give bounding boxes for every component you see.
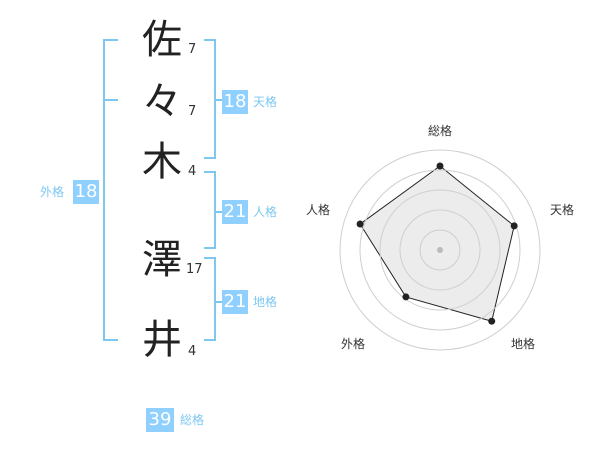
stroke-count-3: 4 [188, 164, 197, 179]
radar-point-3 [488, 317, 496, 325]
name-char-3: 木 [142, 139, 182, 185]
stroke-count-4: 17 [186, 262, 203, 277]
radar-label-tenkaku: 天格 [550, 203, 575, 217]
chikaku-bracket [204, 257, 216, 341]
gaikaku-badge: 18 [73, 180, 99, 204]
radar-label-soukaku: 総格 [428, 124, 453, 138]
radar-label-gaikaku: 外格 [341, 337, 366, 351]
gaikaku-bracket [103, 39, 118, 341]
radar-grid-ring [359, 169, 521, 331]
radar-center-dot [437, 247, 443, 253]
radar-point-4 [402, 293, 410, 301]
radar-grid-ring [399, 209, 481, 291]
jinkaku-badge: 21 [222, 200, 248, 224]
jinkaku-label: 人格 [253, 205, 278, 219]
chikaku-badge: 21 [222, 290, 248, 314]
name-char-5: 井 [142, 317, 182, 363]
name-char-4: 澤 [142, 237, 182, 283]
radar-point-2 [510, 222, 518, 230]
stroke-count-1: 7 [188, 42, 197, 57]
radar-label-chikaku: 地格 [511, 337, 536, 351]
tenkaku-badge: 18 [222, 90, 248, 114]
tenkaku-label: 天格 [253, 95, 278, 109]
radar-point-5 [356, 220, 364, 228]
soukaku-badge: 39 [146, 408, 174, 432]
soukaku-label: 総格 [180, 413, 205, 427]
radar-grid-ring [419, 229, 461, 271]
chikaku-label: 地格 [253, 295, 278, 309]
stroke-count-2: 7 [188, 104, 197, 119]
name-char-1: 佐 [142, 17, 182, 63]
radar-point-1 [436, 162, 444, 170]
stroke-count-5: 4 [188, 344, 197, 359]
radar-grid-ring [379, 189, 501, 311]
name-char-2: 々 [142, 79, 182, 125]
radar-label-jinkaku: 人格 [306, 203, 331, 217]
jinkaku-bracket [204, 171, 216, 249]
gaikaku-label: 外格 [40, 185, 65, 199]
